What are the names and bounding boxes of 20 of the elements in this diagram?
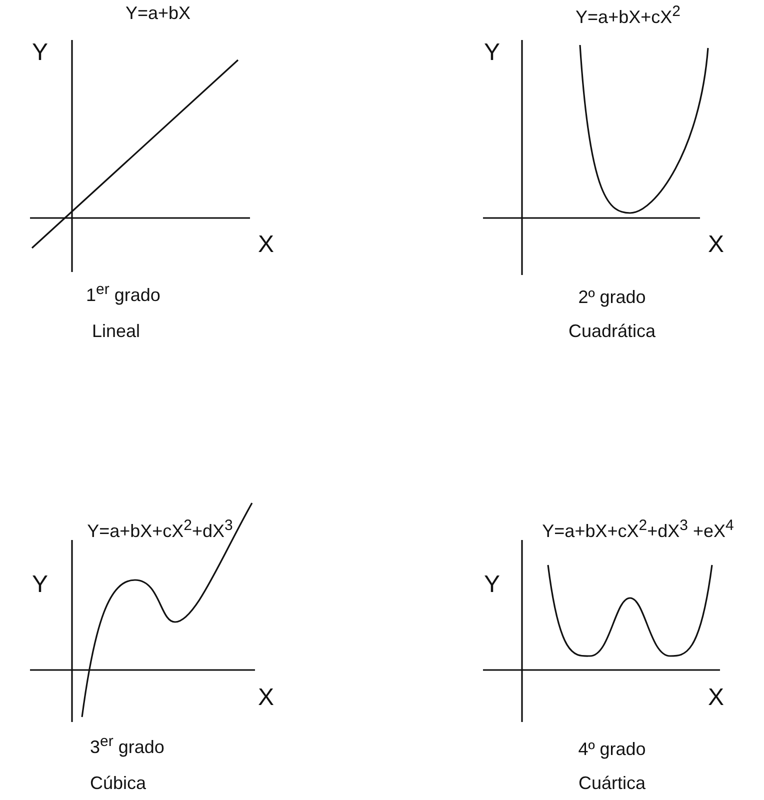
equation: Y=a+bX+cX$^{2}$ [576, 4, 680, 28]
axis-label: X [258, 685, 274, 712]
degree-label: 4º grado [578, 740, 646, 760]
degree-label: 3$^{er}$ grado [90, 734, 164, 758]
curve-type-label: Lineal [92, 322, 140, 342]
equation: Y=a+bX+cX$^{2}$+dX$^{3}$ [87, 518, 233, 542]
degree-label: 1$^{er}$ grado [86, 282, 160, 306]
degree-label: 2º grado [578, 288, 646, 308]
axis-label: X [258, 232, 274, 258]
equation: Y=a+bX [125, 4, 191, 24]
axis-label: Y [32, 572, 48, 598]
axis-label: Y [32, 40, 48, 66]
axis-label: X [708, 685, 724, 712]
curve-type-label: Cuadrática [568, 322, 656, 342]
curve-type-label: Cuártica [578, 774, 646, 794]
axis-label: X [708, 232, 724, 258]
curve-type-label: Cúbica [90, 774, 146, 794]
equation: Y=a+bX+cX$^{2}$+dX$^{3}$ +eX$^{4}$ [542, 518, 734, 542]
axis-label: Y [484, 40, 500, 66]
axis-label: Y [484, 572, 500, 598]
